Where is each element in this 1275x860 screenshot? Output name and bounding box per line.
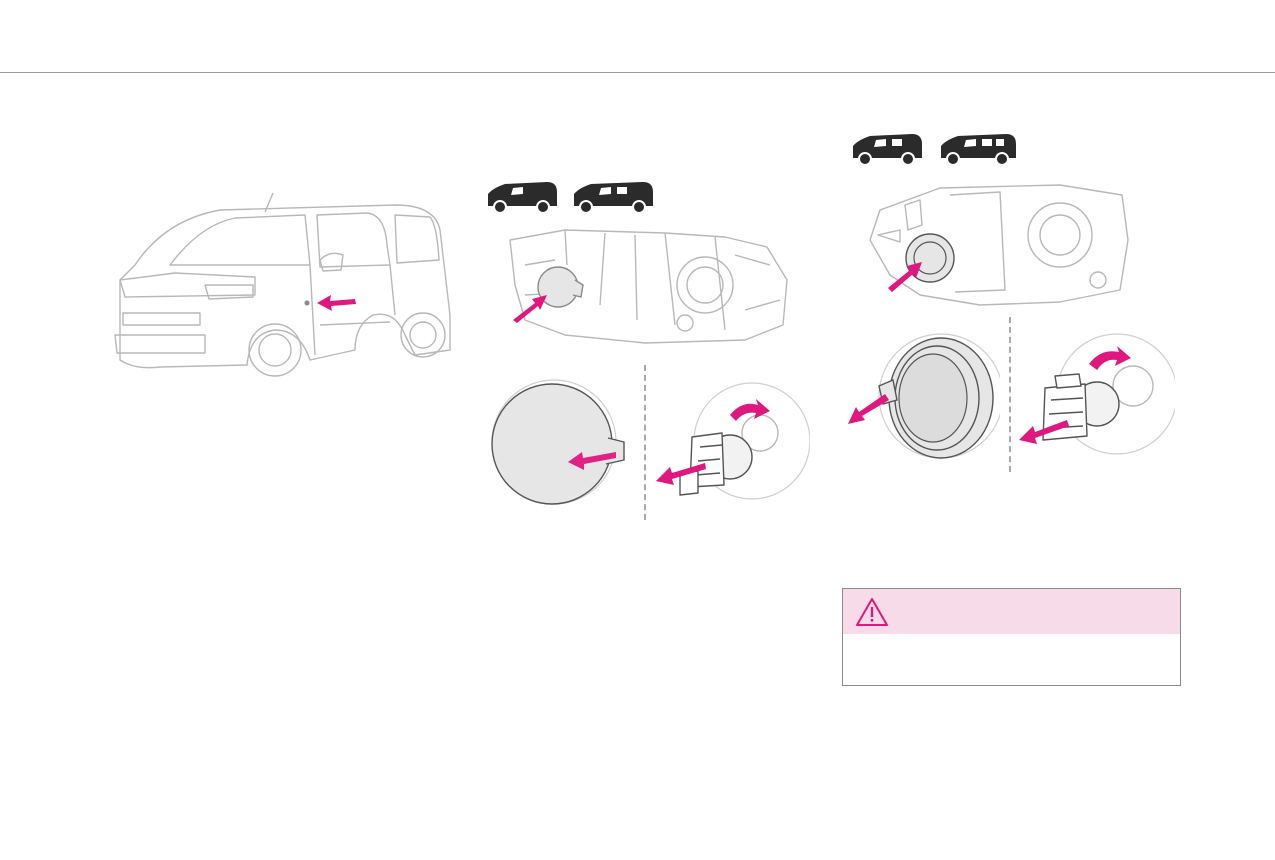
warning-header (843, 589, 1180, 634)
cover-removal-a (491, 379, 625, 505)
van-short-icon (488, 182, 557, 214)
vehicle-illustration (114, 192, 451, 377)
van-long-icon (941, 134, 1016, 166)
warning-text (843, 634, 1180, 650)
headlamp-b-illustration (869, 184, 1129, 306)
bulb-removal-a (656, 382, 810, 500)
headlamp-a-illustration (509, 229, 788, 344)
header-rule (0, 72, 1275, 73)
warning-box (842, 588, 1181, 686)
warning-triangle-icon (856, 597, 888, 626)
bulb-removal-b (1019, 333, 1175, 455)
van-short-icon (853, 134, 922, 166)
van-long-icon (574, 182, 653, 214)
divider-a (644, 365, 646, 520)
cap-removal-b (848, 333, 1000, 459)
divider-b (1009, 317, 1011, 472)
